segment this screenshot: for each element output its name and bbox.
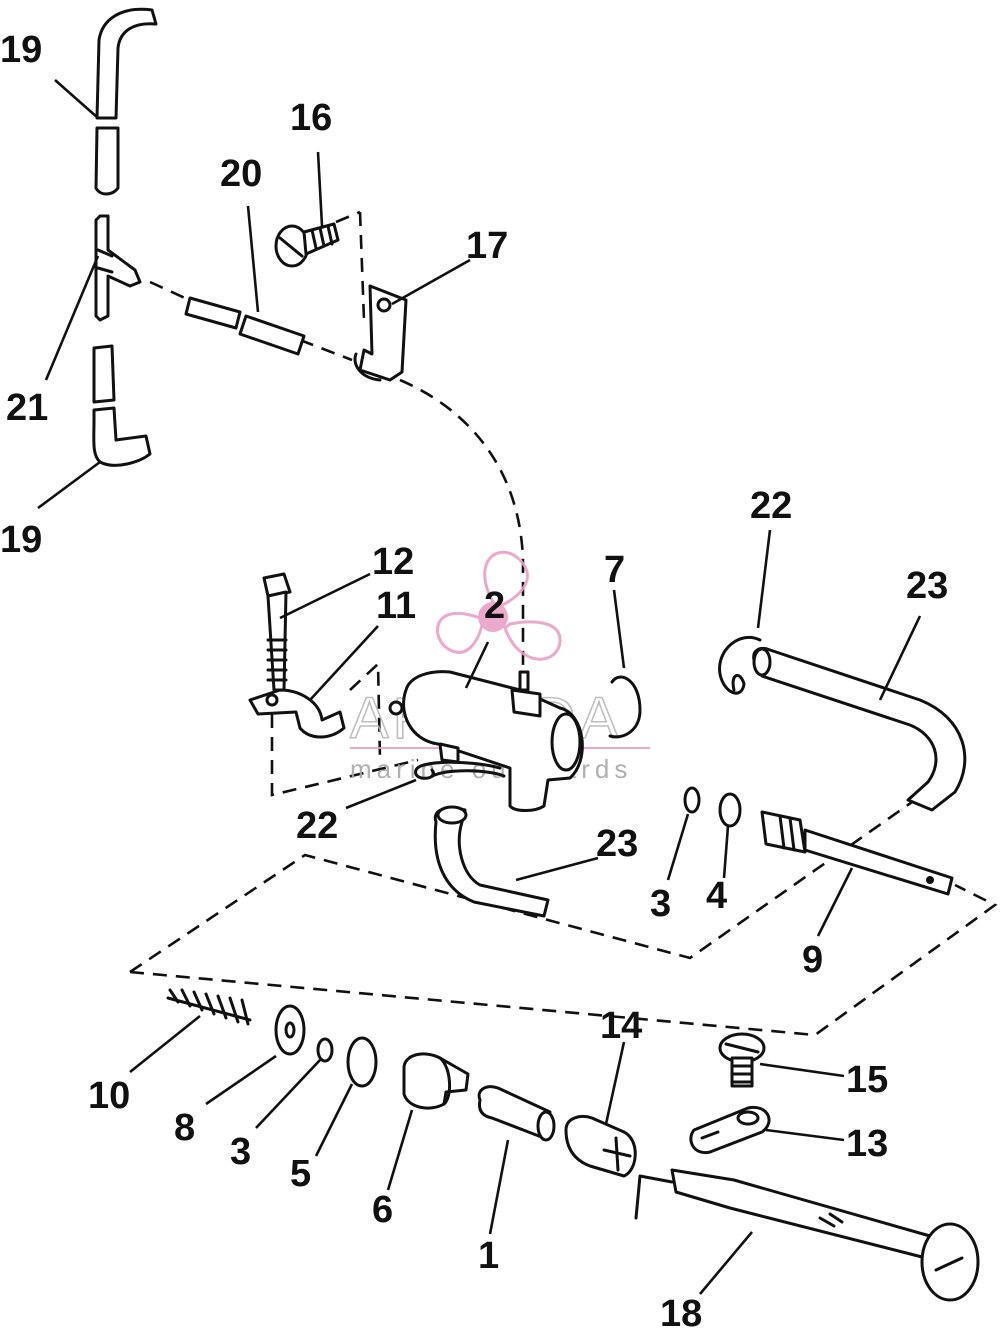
callout-17: 17 <box>466 225 508 267</box>
callout-16: 16 <box>290 97 332 139</box>
part-3-oring-lower <box>316 1037 334 1063</box>
callout-labels: 19 16 20 17 21 19 22 23 12 11 2 7 22 23 … <box>0 29 948 1330</box>
callout-20: 20 <box>220 153 262 195</box>
part-13-plate <box>689 1105 771 1155</box>
callout-leader-lines <box>37 79 922 1295</box>
callout-3-upper: 3 <box>650 883 671 925</box>
part-10-spring <box>166 988 252 1026</box>
part-14-plug <box>564 1115 637 1178</box>
part-21-tee-fitting <box>94 214 142 322</box>
callout-22-upper: 22 <box>750 485 792 527</box>
callout-10: 10 <box>88 1075 130 1117</box>
part-3-oring-upper <box>683 786 701 814</box>
callout-8: 8 <box>174 1107 195 1149</box>
callout-23-upper: 23 <box>906 565 948 607</box>
part-20-hose-pieces <box>184 296 306 356</box>
callout-6: 6 <box>372 1189 393 1231</box>
callout-19-lower: 19 <box>0 519 42 561</box>
callout-1: 1 <box>478 1235 499 1277</box>
callout-21: 21 <box>6 387 48 429</box>
callout-23-lower: 23 <box>596 823 638 865</box>
part-18-choke-lever <box>634 1168 980 1302</box>
part-22-ring-upper <box>718 635 762 695</box>
part-17-clip <box>353 284 408 382</box>
callout-13: 13 <box>846 1123 888 1165</box>
callout-11: 11 <box>376 585 416 627</box>
part-5-oring <box>346 1036 378 1088</box>
part-19-lower-hose <box>92 344 152 467</box>
assembly-dashed-lines <box>129 210 998 1037</box>
callout-15: 15 <box>846 1059 888 1101</box>
part-12-bolt <box>262 572 292 692</box>
part-4-oring <box>718 792 742 828</box>
part-22-ring-lower <box>414 760 506 780</box>
part-8-washer <box>274 1004 306 1056</box>
part-9-shaft <box>760 810 954 896</box>
part-2-main-body <box>388 670 584 812</box>
callout-12: 12 <box>372 541 414 583</box>
callout-4: 4 <box>706 875 727 917</box>
part-19-upper-hose <box>94 7 158 196</box>
callout-9: 9 <box>802 939 823 981</box>
part-11-bracket <box>248 688 346 739</box>
callout-2: 2 <box>484 585 505 627</box>
part-23-lower-hose <box>433 805 550 918</box>
callout-3-lower: 3 <box>230 1131 251 1173</box>
callout-19-upper: 19 <box>0 29 42 71</box>
part-6-valve-cap <box>402 1052 470 1110</box>
callout-18: 18 <box>660 1293 702 1330</box>
part-1-plunger <box>477 1085 556 1142</box>
propeller-logo-icon <box>436 550 562 661</box>
callout-14: 14 <box>600 1005 642 1047</box>
part-16-screw <box>274 222 340 268</box>
callout-22-lower: 22 <box>296 805 338 847</box>
part-7-retaining-ring <box>608 675 642 739</box>
part-15-screw <box>718 1032 766 1088</box>
callout-7: 7 <box>604 549 625 591</box>
callout-5: 5 <box>290 1153 311 1195</box>
part-23-upper-hose <box>752 646 967 812</box>
